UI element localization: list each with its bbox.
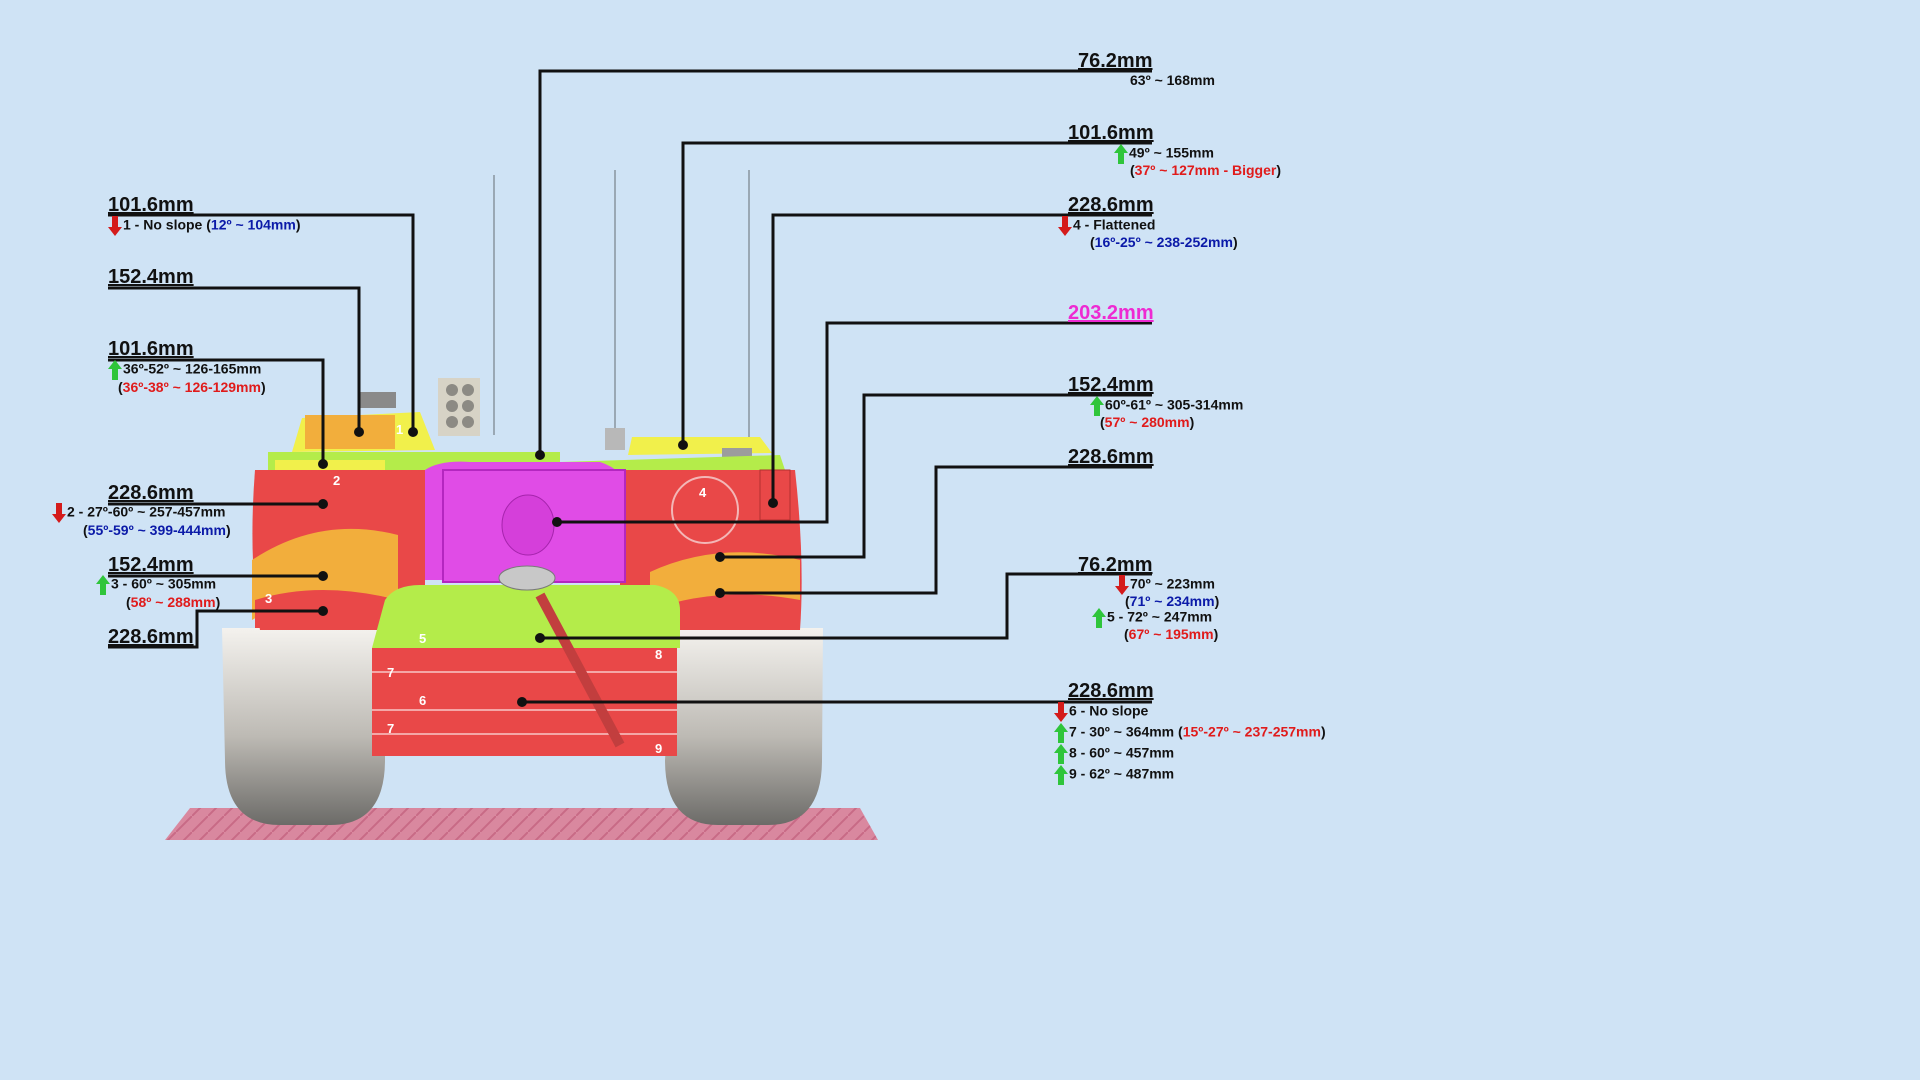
armor-detail: 49º ~ 155mm bbox=[1114, 144, 1214, 164]
armor-detail: 4 - Flattened bbox=[1058, 216, 1155, 236]
armor-thickness-label: 228.6mm bbox=[1068, 194, 1154, 216]
upper-glacis-armor bbox=[372, 585, 680, 648]
down-arrow-icon bbox=[1115, 575, 1129, 595]
armor-detail-alt: (58º ~ 288mm) bbox=[126, 594, 221, 610]
up-arrow-icon bbox=[108, 360, 122, 380]
armor-thickness-label: 152.4mm bbox=[108, 554, 194, 576]
right-track bbox=[665, 628, 823, 825]
armor-thickness-label: 101.6mm bbox=[1068, 122, 1154, 144]
right-cheek-lower-armor bbox=[650, 552, 800, 610]
armor-detail-alt: (16º-25º ~ 238-252mm) bbox=[1090, 234, 1238, 250]
zone-number: 9 bbox=[655, 741, 663, 756]
down-arrow-icon bbox=[1054, 702, 1068, 722]
zone-number: 6 bbox=[419, 693, 427, 708]
zone-number: 5 bbox=[419, 631, 427, 646]
up-arrow-icon bbox=[1054, 744, 1068, 764]
armor-detail: 5 - 72º ~ 247mm bbox=[1092, 608, 1212, 628]
armor-detail-alt: (36º-38º ~ 126-129mm) bbox=[118, 379, 266, 395]
left-hatch-armor bbox=[305, 415, 395, 449]
armor-detail-alt: (71º ~ 234mm) bbox=[1125, 593, 1220, 609]
armor-detail: 60º-61º ~ 305-314mm bbox=[1090, 396, 1243, 416]
armor-thickness-label: 152.4mm bbox=[108, 266, 194, 288]
up-arrow-icon bbox=[1092, 608, 1106, 628]
zone-number: 7 bbox=[387, 665, 395, 680]
armor-detail: 36º-52º ~ 126-165mm bbox=[108, 360, 261, 380]
turret-ring bbox=[498, 565, 556, 591]
armor-detail: 2 - 27º-60º ~ 257-457mm bbox=[52, 503, 226, 523]
armor-thickness-label: 228.6mm bbox=[108, 626, 194, 648]
smoke-launcher-right bbox=[759, 469, 791, 521]
up-arrow-icon bbox=[1114, 144, 1128, 164]
armor-detail: 6 - No slope bbox=[1054, 702, 1148, 722]
zone-number: 2 bbox=[333, 473, 341, 488]
armor-detail-alt: (37º ~ 127mm - Bigger) bbox=[1130, 162, 1282, 178]
armor-detail: 8 - 60º ~ 457mm bbox=[1054, 744, 1174, 764]
armor-detail: 70º ~ 223mm bbox=[1115, 575, 1215, 595]
vision-block-circle bbox=[671, 476, 739, 544]
turret-roof-armor bbox=[268, 452, 785, 470]
zone-number: 4 bbox=[699, 485, 707, 500]
zone-number: 8 bbox=[655, 647, 663, 662]
zone-number: 1 bbox=[396, 422, 404, 437]
up-arrow-icon bbox=[1054, 765, 1068, 785]
armor-thickness-label: 101.6mm bbox=[108, 194, 194, 216]
armor-thickness-label: 101.6mm bbox=[108, 338, 194, 360]
down-arrow-icon bbox=[1058, 216, 1072, 236]
zone-number: 7 bbox=[387, 721, 395, 736]
armor-detail-alt: (67º ~ 195mm) bbox=[1124, 626, 1219, 642]
armor-thickness-label: 228.6mm bbox=[108, 482, 194, 504]
armor-thickness-label: 203.2mm bbox=[1068, 302, 1154, 324]
armor-detail: 9 - 62º ~ 487mm bbox=[1054, 765, 1174, 785]
armor-thickness-label: 76.2mm bbox=[1078, 554, 1153, 576]
zone-number: 3 bbox=[265, 591, 273, 606]
mg-mount bbox=[605, 428, 625, 450]
roof-strip-armor bbox=[275, 460, 385, 470]
armor-detail-alt: (55º-59º ~ 399-444mm) bbox=[83, 522, 231, 538]
armor-thickness-label: 228.6mm bbox=[1068, 680, 1154, 702]
tow-cable bbox=[535, 592, 625, 748]
up-arrow-icon bbox=[1054, 723, 1068, 743]
up-arrow-icon bbox=[96, 575, 110, 595]
smoke-launcher bbox=[438, 378, 480, 436]
armor-detail: 1 - No slope (12º ~ 104mm) bbox=[108, 216, 300, 236]
armor-detail: 3 - 60º ~ 305mm bbox=[96, 575, 216, 595]
armor-detail: 63º ~ 168mm bbox=[1130, 72, 1215, 88]
left-track bbox=[222, 628, 385, 825]
armor-thickness-label: 228.6mm bbox=[1068, 446, 1154, 468]
armor-thickness-label: 76.2mm bbox=[1078, 50, 1153, 72]
armor-thickness-label: 152.4mm bbox=[1068, 374, 1154, 396]
armor-detail-alt: (57º ~ 280mm) bbox=[1100, 414, 1195, 430]
commander-periscope bbox=[360, 392, 396, 408]
down-arrow-icon bbox=[52, 503, 66, 523]
down-arrow-icon bbox=[108, 216, 122, 236]
armor-detail: 7 - 30º ~ 364mm (15º-27º ~ 237-257mm) bbox=[1054, 723, 1326, 743]
up-arrow-icon bbox=[1090, 396, 1104, 416]
